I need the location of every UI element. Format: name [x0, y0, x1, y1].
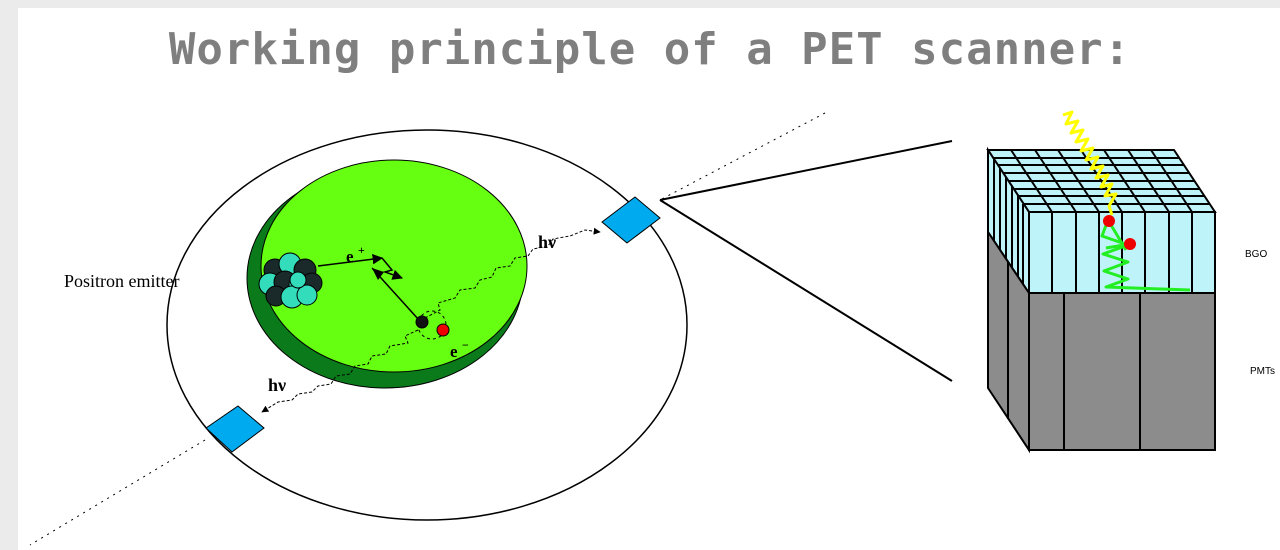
- zoom-line-top: [659, 140, 953, 201]
- frame-top: [0, 0, 1280, 8]
- electron-dot: [436, 323, 450, 337]
- tissue-disc-top: [260, 159, 528, 373]
- positron-emitter-label: Positron emitter: [64, 271, 180, 291]
- positron-label: e: [346, 247, 354, 266]
- line-of-response: [29, 112, 826, 546]
- electron-sup-label: −: [462, 338, 469, 352]
- positron-track-2: [381, 257, 403, 280]
- positron-dot: [415, 315, 429, 329]
- zoom-line-bottom: [659, 199, 953, 382]
- interaction-point-1: [1103, 215, 1115, 227]
- interaction-point-2: [1124, 238, 1136, 250]
- scanner-ring: [166, 129, 688, 521]
- bgo-label: BGO: [1245, 249, 1267, 260]
- positron-arrowhead: [372, 268, 384, 280]
- pmt-front-face: [1028, 292, 1216, 451]
- pmt-dividers: [1007, 262, 1141, 450]
- photon-path-upper: [424, 227, 601, 319]
- pmts-label: PMTs: [1250, 366, 1275, 377]
- gamma-ray: [1062, 110, 1118, 216]
- positron-track-1: [317, 253, 384, 267]
- detector-block-lower: [205, 405, 265, 453]
- photon-path-lower: [261, 329, 419, 413]
- crystal-segments: [993, 159, 1193, 293]
- frame-left: [0, 0, 18, 550]
- detector-closeup: [986, 110, 1217, 454]
- detector-block-upper: [601, 196, 661, 244]
- photon-label-upper: hν: [538, 232, 556, 252]
- positron-sup-label: +: [358, 243, 365, 257]
- slide-title: Working principle of a PET scanner:: [168, 24, 1132, 75]
- photon-label-lower: hν: [268, 375, 286, 395]
- electron-label: e: [450, 342, 458, 361]
- nucleus-icon: [258, 252, 323, 309]
